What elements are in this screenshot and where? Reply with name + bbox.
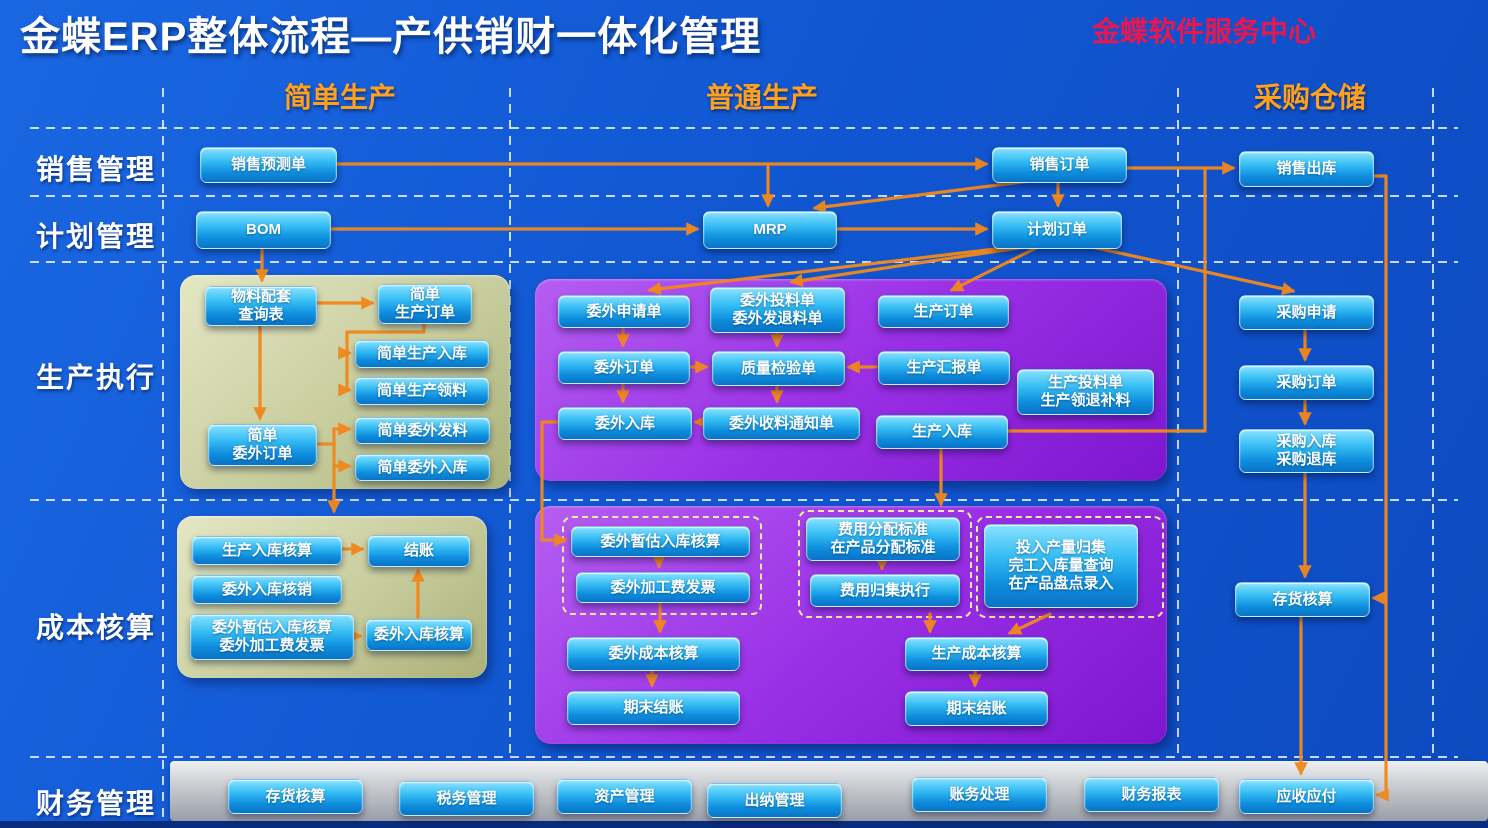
- row-label-production-execution: 生产执行: [36, 362, 157, 393]
- flow-node-outsourcing-receipt-notice: 委外收料通知单: [703, 407, 860, 440]
- flow-arrow: [1370, 174, 1389, 802]
- flow-node-fin-inventory-accounting: 存货核算: [228, 779, 363, 814]
- flow-node-bom: BOM: [196, 211, 331, 249]
- flow-node-prod-feed: 生产投料单 生产领退补料: [1017, 369, 1154, 415]
- flow-node-inventory-accounting: 存货核算: [1235, 582, 1370, 617]
- flow-node-prod-cost-accounting: 生产成本核算: [905, 637, 1048, 671]
- flow-node-simple-outsourcing-order: 简单 委外订单: [208, 424, 317, 466]
- flow-node-prod-order: 生产订单: [878, 295, 1009, 328]
- flow-node-fin-ledger: 账务处理: [912, 777, 1047, 812]
- panel-output-group: [976, 516, 1164, 618]
- flow-node-outsourcing-feed: 委外投料单 委外发退料单: [710, 287, 845, 333]
- flow-node-mrp: MRP: [703, 211, 837, 249]
- flow-node-expense-collection-run: 费用归集执行: [810, 574, 960, 607]
- flow-node-sales-forecast: 销售预测单: [200, 147, 337, 183]
- flow-node-prod-in: 生产入库: [876, 415, 1008, 449]
- panel-expense-group: [798, 510, 972, 618]
- flow-node-expense-allocation-standard: 费用分配标准 在产品分配标准: [806, 517, 960, 561]
- flow-node-outsourcing-cost-accounting: 委外成本核算: [567, 637, 740, 671]
- page-title: 金蝶ERP整体流程—产供销财一体化管理: [20, 15, 762, 59]
- row-label-planning-management: 计划管理: [36, 221, 157, 252]
- flow-node-purchase-order: 采购订单: [1239, 365, 1374, 400]
- row-label-finance-management: 财务管理: [36, 788, 157, 819]
- flow-node-simple-prod-pick: 简单生产领料: [355, 377, 489, 405]
- flow-node-output-collection: 投入产量归集 完工入库量查询 在产品盘点录入: [984, 524, 1138, 608]
- row-label-cost-accounting: 成本核算: [36, 612, 157, 643]
- flow-node-outsourcing-estimate-invoice: 委外暂估入库核算 委外加工费发票: [190, 614, 354, 660]
- flow-node-outsourcing-order: 委外订单: [558, 351, 690, 384]
- flow-node-outsourcing-request: 委外申请单: [558, 295, 690, 328]
- service-center-label: 金蝶软件服务中心: [1092, 17, 1317, 48]
- flow-node-simple-prod-order: 简单 生产订单: [378, 284, 472, 324]
- flow-node-fin-asset: 资产管理: [557, 779, 692, 814]
- flow-node-material-kitting-query: 物料配套 查询表: [205, 286, 317, 326]
- flow-node-purchase-request: 采购申请: [1239, 295, 1374, 330]
- flow-node-fin-cashier: 出纳管理: [707, 783, 842, 818]
- flow-node-fin-tax: 税务管理: [399, 781, 534, 816]
- flow-node-fin-ar-ap: 应收应付: [1239, 779, 1374, 814]
- flow-node-prod-in-accounting: 生产入库核算: [192, 536, 342, 565]
- flow-node-outsourcing-in: 委外入库: [558, 407, 692, 440]
- column-header-normal-production: 普通生产: [705, 82, 818, 113]
- flow-node-outsourcing-in-writeoff: 委外入库核销: [192, 575, 342, 604]
- flow-node-outsourcing-fee-invoice: 委外加工费发票: [576, 572, 750, 603]
- column-header-simple-production: 简单生产: [283, 82, 396, 113]
- flow-node-sales-order: 销售订单: [992, 147, 1127, 183]
- flow-node-period-end-closing-left: 期末结账: [567, 691, 740, 725]
- flow-node-purchase-in-return: 采购入库 采购退库: [1239, 429, 1374, 473]
- flow-arrow: [812, 179, 1032, 214]
- flow-node-outsourcing-in-accounting: 委外入库核算: [366, 619, 472, 651]
- flow-node-simple-prod-in: 简单生产入库: [355, 340, 489, 368]
- flow-node-sales-out: 销售出库: [1239, 151, 1374, 187]
- flow-arrow: [789, 245, 1027, 288]
- flow-node-plan-order: 计划订单: [992, 211, 1122, 249]
- flow-node-period-end-closing-right: 期末结账: [905, 691, 1048, 726]
- flow-node-closing: 结账: [368, 535, 470, 567]
- flow-node-fin-report: 财务报表: [1084, 777, 1219, 812]
- flow-node-simple-outsourcing-in: 简单委外入库: [355, 454, 490, 481]
- flow-node-quality-inspection: 质量检验单: [712, 351, 845, 386]
- flow-node-prod-report: 生产汇报单: [878, 351, 1010, 385]
- flow-node-simple-outsourcing-issue: 简单委外发料: [355, 417, 490, 444]
- panel-outsourcing-costing-group: [562, 516, 762, 615]
- column-header-purchase-warehouse: 采购仓储: [1253, 82, 1366, 113]
- panel-bottom-strip: [0, 821, 1488, 828]
- flow-arrow: [333, 162, 775, 208]
- flow-node-outsourcing-estimate-in-accounting: 委外暂估入库核算: [571, 526, 750, 557]
- row-label-sales-management: 销售管理: [36, 154, 157, 185]
